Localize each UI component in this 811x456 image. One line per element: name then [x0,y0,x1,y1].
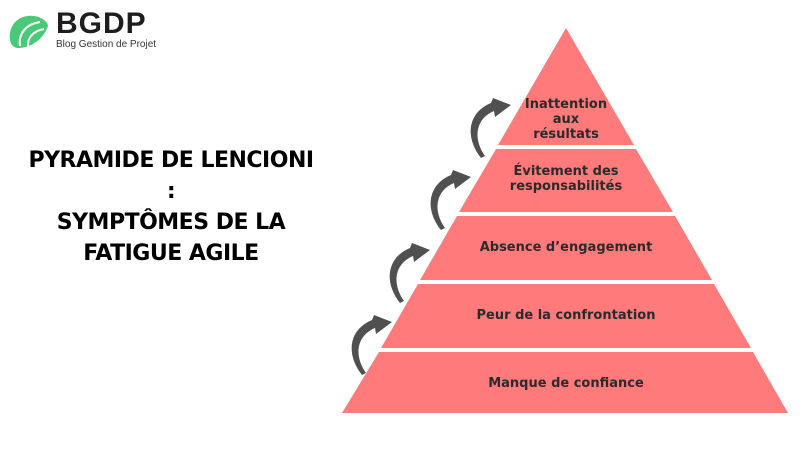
level-1-label: Manque de confiance [426,376,706,391]
pyramid-level-3 [420,216,712,280]
level-4-line-2: responsabilités [509,179,623,194]
level-4-line-1: Évitement des [513,164,619,179]
level-5-line-2: aux [552,112,580,127]
title-line-2: SYMPTÔMES DE LA [56,210,286,235]
pyramid-level-4 [459,149,673,212]
logo-title: BGDP [56,7,147,40]
level-5-line-1: Inattention [524,97,608,112]
level-5-line-3: résultats [533,127,599,142]
pyramid-level-5 [498,28,634,145]
level-4-label: Évitement des responsabilités [476,164,656,194]
page-title: PYRAMIDE DE LENCIONI : SYMPTÔMES DE LA F… [22,145,320,269]
logo-subtitle: Blog Gestion de Projet [56,39,157,50]
level-1-line-1: Manque de confiance [488,376,644,391]
level-3-label: Absence d’engagement [446,240,686,255]
level-2-line-1: Peur de la confrontation [476,308,656,323]
title-line-3: FATIGUE AGILE [83,241,259,266]
curved-arrow-icon [430,170,471,230]
title-line-1: PYRAMIDE DE LENCIONI : [28,148,314,204]
level-3-line-1: Absence d’engagement [479,240,653,255]
pyramid-level-2 [381,284,751,348]
curved-arrow-icon [389,243,430,303]
leaf-logo-icon [9,15,48,49]
level-2-label: Peur de la confrontation [426,308,706,323]
logo: BGDP Blog Gestion de Projet [6,7,157,50]
pyramid-level-1 [342,352,788,413]
curved-arrow-icon [351,315,392,375]
curved-arrow-icon [470,98,511,158]
level-5-label: Inattention aux résultats [506,97,626,142]
